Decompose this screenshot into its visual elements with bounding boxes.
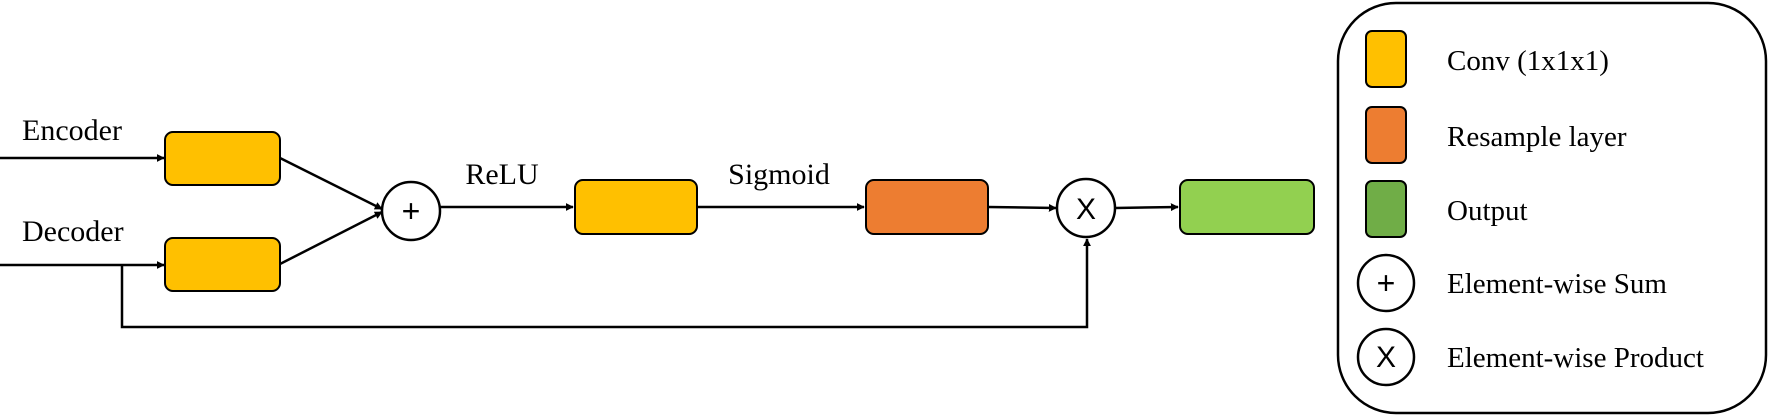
relu-label: ReLU: [465, 158, 539, 191]
decoder-to-sum-arrow: [279, 210, 383, 266]
legend-resample-swatch: [1365, 106, 1407, 164]
legend-product-label: Element-wise Product: [1447, 342, 1704, 374]
resample-block: [865, 179, 989, 235]
legend: Conv (1x1x1) Resample layer Output + Ele…: [1336, 1, 1768, 415]
sigmoid-label: Sigmoid: [728, 158, 830, 191]
legend-conv-swatch: [1365, 30, 1407, 88]
legend-conv-label: Conv (1x1x1): [1447, 45, 1609, 77]
decoder-skip-path: [120, 238, 1091, 329]
product-to-output-arrow: [1114, 203, 1179, 212]
encoder-label: Encoder: [22, 114, 122, 147]
legend-product-icon: [1356, 327, 1416, 387]
legend-frame: [1336, 1, 1768, 415]
sum-symbol: +: [402, 193, 421, 229]
legend-sum-label: Element-wise Sum: [1447, 268, 1667, 300]
output-block: [1179, 179, 1315, 235]
legend-sum-icon: [1356, 253, 1416, 313]
legend-resample-label: Resample layer: [1447, 121, 1627, 153]
middle-conv-block: [574, 179, 698, 235]
encoder-conv-block: [164, 131, 281, 186]
legend-output-swatch: [1365, 180, 1407, 238]
product-symbol: X: [1076, 193, 1096, 226]
decoder-conv-block: [164, 237, 281, 292]
resample-to-product-arrow: [987, 203, 1057, 212]
legend-output-label: Output: [1447, 195, 1528, 227]
element-wise-sum-node: [380, 180, 442, 242]
encoder-to-sum-arrow: [279, 156, 383, 211]
legend-sum-symbol: +: [1377, 265, 1396, 301]
legend-product-symbol: X: [1376, 341, 1396, 374]
decoder-label: Decoder: [22, 215, 124, 248]
